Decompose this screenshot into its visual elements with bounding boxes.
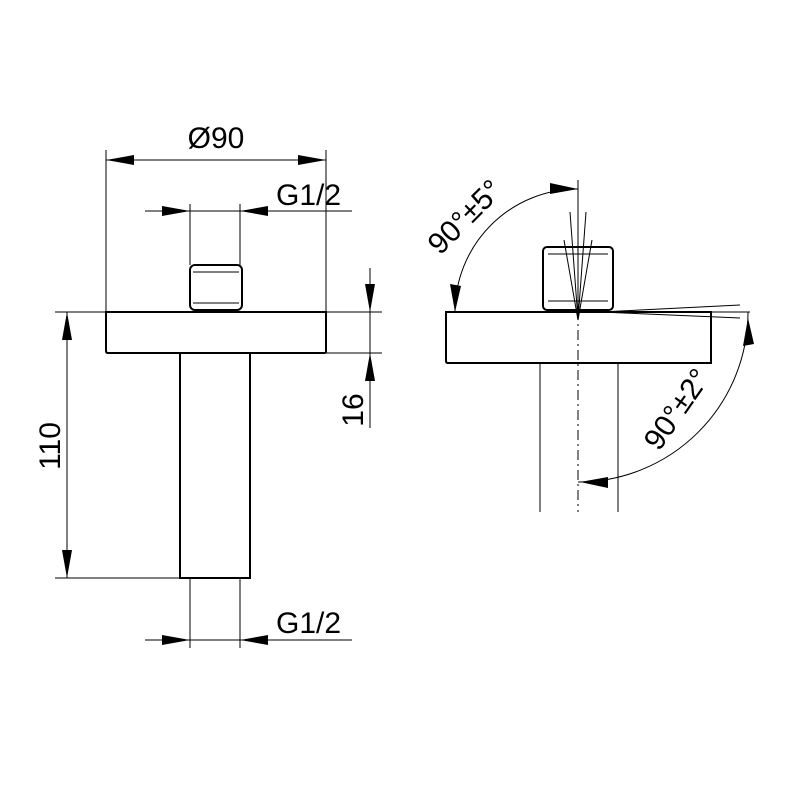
flange bbox=[105, 311, 327, 354]
side-flange bbox=[445, 311, 712, 364]
stem bbox=[179, 352, 251, 579]
top-angle-label: 90°±5° bbox=[422, 174, 509, 261]
diameter-label: Ø90 bbox=[188, 122, 245, 155]
bottom-thread-label: G1/2 bbox=[276, 607, 341, 640]
side-view: 90°±5° 90°±2° bbox=[422, 174, 754, 512]
front-view: Ø90 G1/2 G1/2 110 16 bbox=[34, 122, 382, 648]
thickness-label: 16 bbox=[337, 393, 370, 426]
side-angle-label: 90°±2° bbox=[638, 363, 717, 456]
length-label: 110 bbox=[34, 422, 67, 470]
top-nipple bbox=[189, 264, 243, 311]
top-thread-label: G1/2 bbox=[276, 179, 341, 212]
